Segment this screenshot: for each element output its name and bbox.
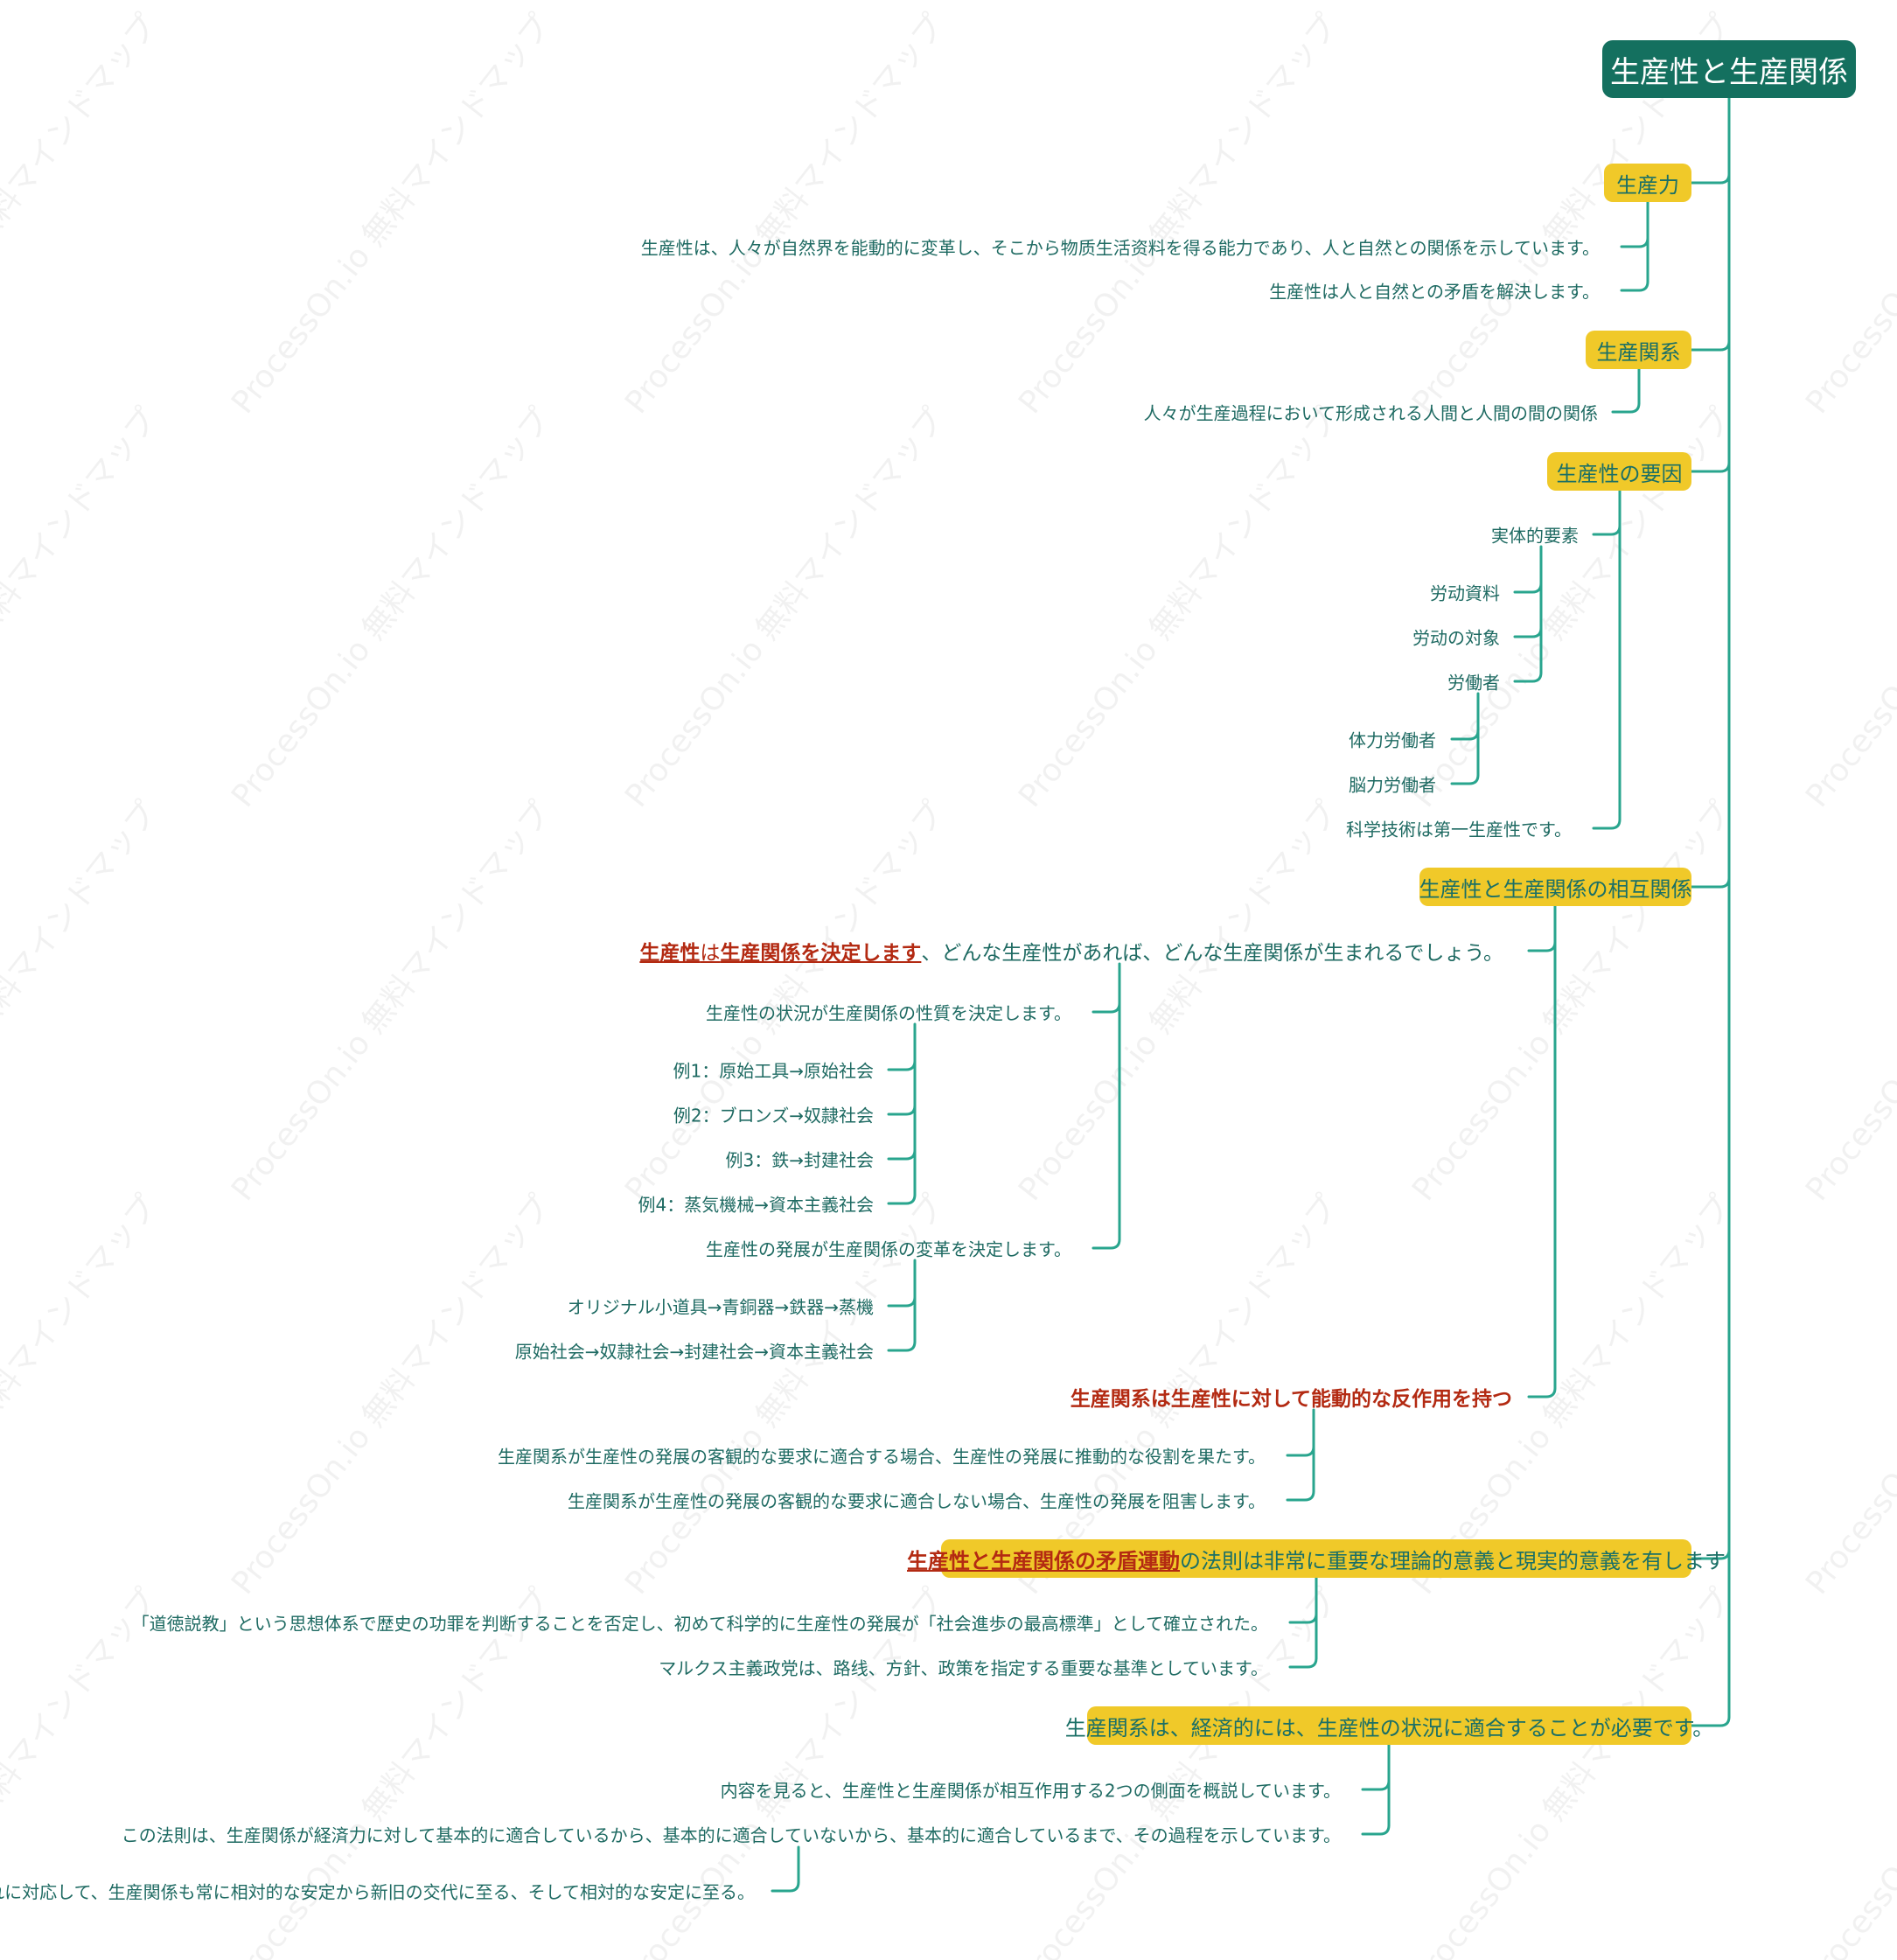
branch3-sub2-elbow — [1450, 729, 1480, 741]
accent-text: は — [700, 942, 721, 965]
branch1-elbow — [1620, 280, 1649, 292]
branch1-elbow — [1620, 236, 1649, 248]
leaf-node[interactable]: 内容を見ると、生産性と生産関係が相互作用する2つの側面を概説しています。 — [720, 1780, 1341, 1802]
root-elbow — [1690, 1715, 1731, 1727]
leaf-node[interactable]: 生産関系が生産性の発展の客観的な要求に適合しない場合、生産性の発展を阻害します。 — [568, 1490, 1266, 1512]
branch4-sub2-elbow — [887, 1193, 917, 1205]
branch4-sub3-elbow — [887, 1295, 917, 1308]
branch4-sub3-elbow — [887, 1340, 917, 1352]
branch4-sub2-elbow — [887, 1059, 917, 1071]
branch6-elbow — [1361, 1779, 1391, 1791]
leaf-node[interactable]: 体力労働者 — [1349, 729, 1436, 751]
leaf-node[interactable]: 労动資料 — [1430, 582, 1500, 604]
leaf-node[interactable]: 労働者 — [1447, 672, 1500, 694]
branch4-sub4-elbow — [1286, 1489, 1315, 1502]
branch3-elbow — [1592, 818, 1622, 830]
root-elbow — [1690, 1548, 1731, 1560]
topic-label: 生産性の要因 — [1556, 461, 1683, 486]
branch6-sub-elbow — [771, 1880, 800, 1893]
topic-label: 生産関系は、経済的には、生産性の状況に適合することが必要です。 — [1064, 1715, 1714, 1740]
leaf-node[interactable]: 生産性の発展が生産関係の変革を決定します。 — [706, 1238, 1071, 1260]
branch4-sub4-elbow — [1286, 1445, 1315, 1457]
leaf-node-reaction[interactable]: 生産関系は生産性に対して能動的な反作用を持つ — [1070, 1388, 1512, 1411]
root-elbow — [1690, 461, 1731, 473]
topic-accent-label: 生産性と生産関係の矛盾運動 — [907, 1548, 1180, 1573]
topic-production-relations[interactable]: 生産関系 — [1586, 331, 1691, 369]
leaf-node[interactable]: 生産性は人と自然との矛盾を解決します。 — [1269, 281, 1600, 303]
branch4-sub2-elbow — [887, 1104, 917, 1116]
branch3-sub2-elbow — [1450, 773, 1480, 785]
root-topic-label: 生産性と生産関係 — [1610, 54, 1848, 90]
topic-productive-force[interactable]: 生産力 — [1604, 164, 1691, 202]
branch4-sub2-elbow — [887, 1148, 917, 1161]
topic-label: の法則は非常に重要な理論的意義と現実的意義を有します — [1180, 1548, 1726, 1573]
root-elbow — [1690, 339, 1731, 352]
topic-mutual-relationship[interactable]: 生産性と生産関係の相互関係 — [1419, 868, 1692, 906]
leaf-node[interactable]: 例4：蒸気機械→資本主義社会 — [638, 1194, 874, 1216]
leaf-node[interactable]: 生産性の状況が生産関係の性質を決定します。 — [706, 1002, 1071, 1024]
leaf-node-productivity-decides[interactable]: 生産性は生産関係を決定します、どんな生産性があれば、どんな生産関係が生まれるでし… — [639, 936, 1503, 966]
leaf-node[interactable]: 例1：原始工具→原始社会 — [673, 1060, 874, 1082]
branch6-elbow — [1361, 1824, 1391, 1836]
leaf-node[interactable]: マルクス主義政党は、路线、方針、政策を指定する重要な基準としています。 — [659, 1657, 1268, 1679]
leaf-node[interactable]: 例2：ブロンズ→奴隷社会 — [673, 1105, 874, 1126]
branch3-sub-elbow — [1513, 671, 1543, 683]
topic-label: 生産力 — [1616, 172, 1679, 198]
root-elbow — [1690, 172, 1731, 185]
leaf-node[interactable]: 「道徳説教」という思想体系で歴史の功罪を判断することを否定し、初めて科学的に生産… — [131, 1613, 1268, 1635]
leaf-node[interactable]: 脳力労働者 — [1349, 774, 1436, 796]
branch3-sub-elbow — [1513, 582, 1543, 594]
leaf-node[interactable]: 労动の対象 — [1412, 627, 1500, 649]
topic-label: 生産関系 — [1596, 339, 1681, 365]
leaf-text: 、どんな生産性があれば、どんな生産関係が生まれるでしょう。 — [921, 942, 1503, 965]
branch4-sub-elbow — [1091, 1238, 1121, 1250]
topic-contradiction-law[interactable]: 生産性と生産関係の矛盾運動の法則は非常に重要な理論的意義と現実的意義を有します — [907, 1539, 1726, 1578]
root-topic[interactable]: 生産性と生産関係 — [1602, 40, 1856, 98]
branch3-elbow — [1592, 524, 1622, 536]
branch5-elbow — [1288, 1612, 1318, 1624]
topic-productivity-factors[interactable]: 生産性の要因 — [1547, 452, 1691, 491]
branch4-sub-elbow — [1091, 1001, 1121, 1014]
branch2-elbow — [1611, 401, 1641, 414]
leaf-node[interactable]: 原始社会→奴隷社会→封建社会→資本主義社会 — [514, 1341, 874, 1363]
branch4-elbow — [1527, 1386, 1557, 1399]
root-elbow — [1690, 876, 1731, 889]
leaf-node[interactable]: 例3：鉄→封建社会 — [725, 1149, 874, 1171]
topic-label: 生産性と生産関係の相互関係 — [1419, 876, 1692, 902]
leaf-node[interactable]: オリジナル小道具→青銅器→鉄器→蒸機 — [567, 1296, 874, 1318]
leaf-node[interactable]: 実体的要素 — [1491, 525, 1579, 547]
accent-text: 生産関係を決定します — [720, 942, 922, 965]
branch4-elbow — [1527, 940, 1557, 952]
topic-adaptation[interactable]: 生産関系は、経済的には、生産性の状況に適合することが必要です。 — [1065, 1706, 1713, 1745]
leaf-node[interactable]: これに対応して、生産関係も常に相対的な安定から新旧の交代に至る、そして相対的な安… — [0, 1881, 755, 1903]
branch5-elbow — [1288, 1657, 1318, 1669]
accent-text: 生産性 — [639, 942, 701, 965]
leaf-node[interactable]: 科学技術は第一生産性です。 — [1346, 819, 1572, 840]
leaf-node[interactable]: 生産性は、人々が自然界を能動的に変革し、そこから物质生活资料を得る能力であり、人… — [640, 237, 1600, 259]
leaf-node[interactable]: 生産関系が生産性の発展の客観的な要求に適合する場合、生産性の発展に推動的な役割を… — [498, 1446, 1266, 1468]
leaf-node[interactable]: この法則は、生産関係が経済力に対して基本的に適合しているから、基本的に適合してい… — [121, 1824, 1341, 1846]
branch3-sub-elbow — [1513, 626, 1543, 638]
leaf-node[interactable]: 人々が生産過程において形成される人間と人間の間の関係 — [1143, 402, 1598, 424]
